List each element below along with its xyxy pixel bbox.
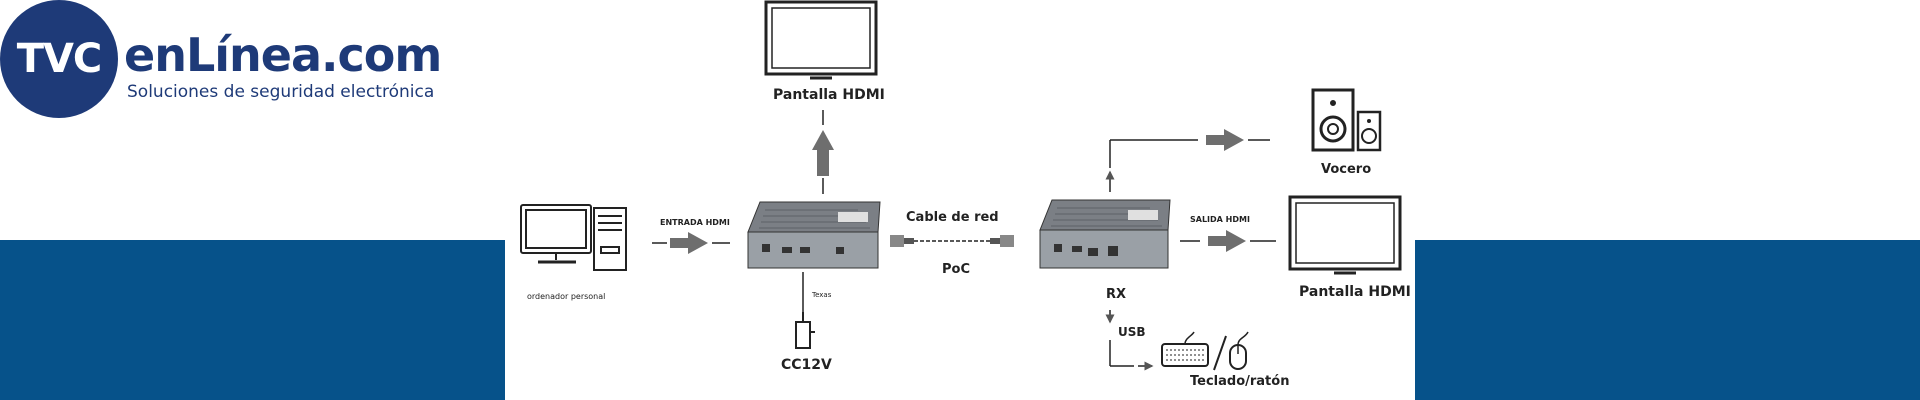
pc-icon [520,204,627,271]
logo-wordmark: enLínea.com [124,28,442,82]
monitor-icon [764,0,878,80]
network-cable-icon [890,235,1014,247]
transmitter-icon [747,201,881,269]
poc-label: PoC [942,262,970,277]
logo-circle [0,0,118,118]
power-wire-label: Texas [812,291,832,299]
receiver-icon [1039,199,1171,269]
diagram-canvas [505,0,1415,400]
power-adapter-icon [795,272,815,349]
hdmi-in-label: ENTRADA HDMI [660,218,730,227]
logo-mark: TVC [16,36,103,82]
mouse-icon [1229,331,1249,370]
speaker-label: Vocero [1321,162,1372,177]
pc-tower-icon [593,207,627,271]
up-arrow [812,110,834,194]
receiver-label: RX [1106,287,1127,302]
top-display-label: Pantalla HDMI [773,87,885,103]
blue-band-right [1415,240,1920,400]
logo-tagline: Soluciones de seguridad electrónica [127,82,435,102]
hdmi-out-label: SALIDA HDMI [1190,215,1250,224]
usb-route [1105,310,1154,371]
usb-label: USB [1118,325,1146,339]
monitor-icon [1288,195,1402,275]
cable-label: Cable de red [906,210,999,225]
hdmi-out-arrow [1180,230,1276,252]
speaker-icon [1311,88,1382,152]
hdmi-in-arrow [652,232,730,254]
blue-band-left [0,240,505,400]
speaker-arrow [1206,129,1244,151]
keyboard-icon [1161,331,1227,371]
keyboard-mouse-label: Teclado/ratón [1190,374,1290,389]
speaker-route [1105,139,1270,192]
pc-label: ordenador personal [527,292,606,301]
right-display-label: Pantalla HDMI [1299,284,1411,300]
power-label: CC12V [781,357,832,373]
